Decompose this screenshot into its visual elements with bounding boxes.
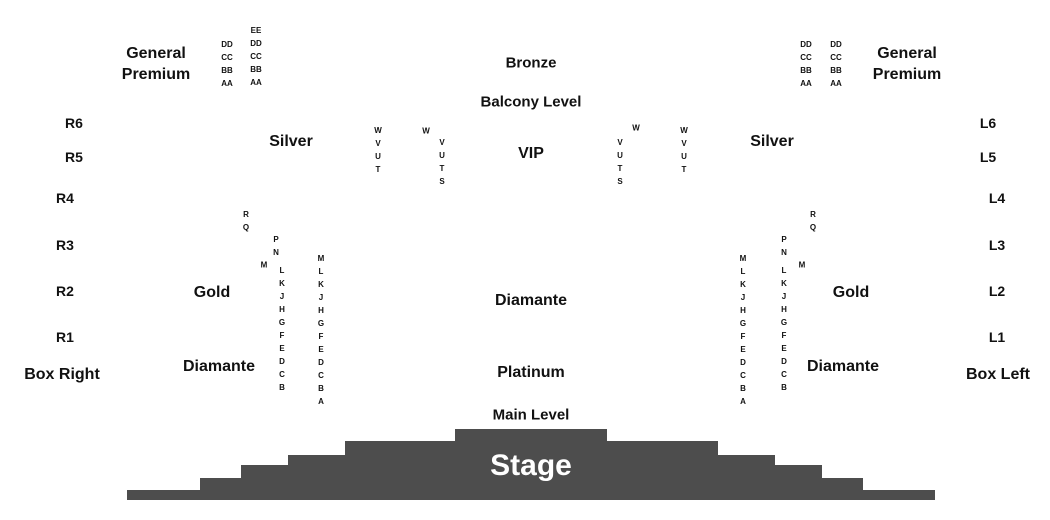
box-r3[interactable]: R3 bbox=[56, 237, 74, 253]
box-r6[interactable]: R6 bbox=[65, 115, 83, 131]
section-general-premium-left-line1[interactable]: General bbox=[126, 45, 186, 62]
stage-steps bbox=[127, 429, 935, 500]
box-r5[interactable]: R5 bbox=[65, 149, 83, 165]
section-general-premium-right-line2[interactable]: Premium bbox=[872, 66, 942, 83]
section-platinum[interactable]: Platinum bbox=[497, 364, 565, 381]
section-silver-right[interactable]: Silver bbox=[750, 133, 794, 150]
balcony-level-label: Balcony Level bbox=[480, 93, 582, 111]
stage-label: Stage bbox=[490, 449, 572, 482]
box-l6[interactable]: L6 bbox=[979, 115, 997, 131]
box-r1[interactable]: R1 bbox=[56, 329, 74, 345]
main-level-label: Main Level bbox=[492, 406, 570, 424]
box-l1[interactable]: L1 bbox=[988, 329, 1006, 345]
row-left-m: M bbox=[260, 260, 268, 270]
section-general-premium-left-line2[interactable]: Premium bbox=[121, 66, 191, 83]
section-silver-left[interactable]: Silver bbox=[269, 133, 313, 150]
box-l4[interactable]: L4 bbox=[988, 190, 1006, 206]
section-gold-left[interactable]: Gold bbox=[193, 284, 231, 301]
box-l5[interactable]: L5 bbox=[979, 149, 997, 165]
row-silver-right-w: W bbox=[632, 123, 640, 133]
section-bronze[interactable]: Bronze bbox=[505, 54, 557, 72]
row-silver-left-w: W bbox=[422, 126, 430, 136]
section-diamante-center[interactable]: Diamante bbox=[494, 292, 568, 309]
box-l2[interactable]: L2 bbox=[988, 283, 1006, 299]
section-diamante-left[interactable]: Diamante bbox=[182, 358, 256, 375]
section-vip[interactable]: VIP bbox=[518, 145, 544, 162]
box-left-label: Box Left bbox=[966, 366, 1030, 383]
row-right-m: M bbox=[798, 260, 806, 270]
box-right-label: Box Right bbox=[24, 366, 100, 383]
section-diamante-right[interactable]: Diamante bbox=[806, 358, 880, 375]
section-general-premium-right-line1[interactable]: General bbox=[877, 45, 937, 62]
box-r2[interactable]: R2 bbox=[56, 283, 74, 299]
box-r4[interactable]: R4 bbox=[56, 190, 74, 206]
box-l3[interactable]: L3 bbox=[988, 237, 1006, 253]
section-gold-right[interactable]: Gold bbox=[832, 284, 870, 301]
